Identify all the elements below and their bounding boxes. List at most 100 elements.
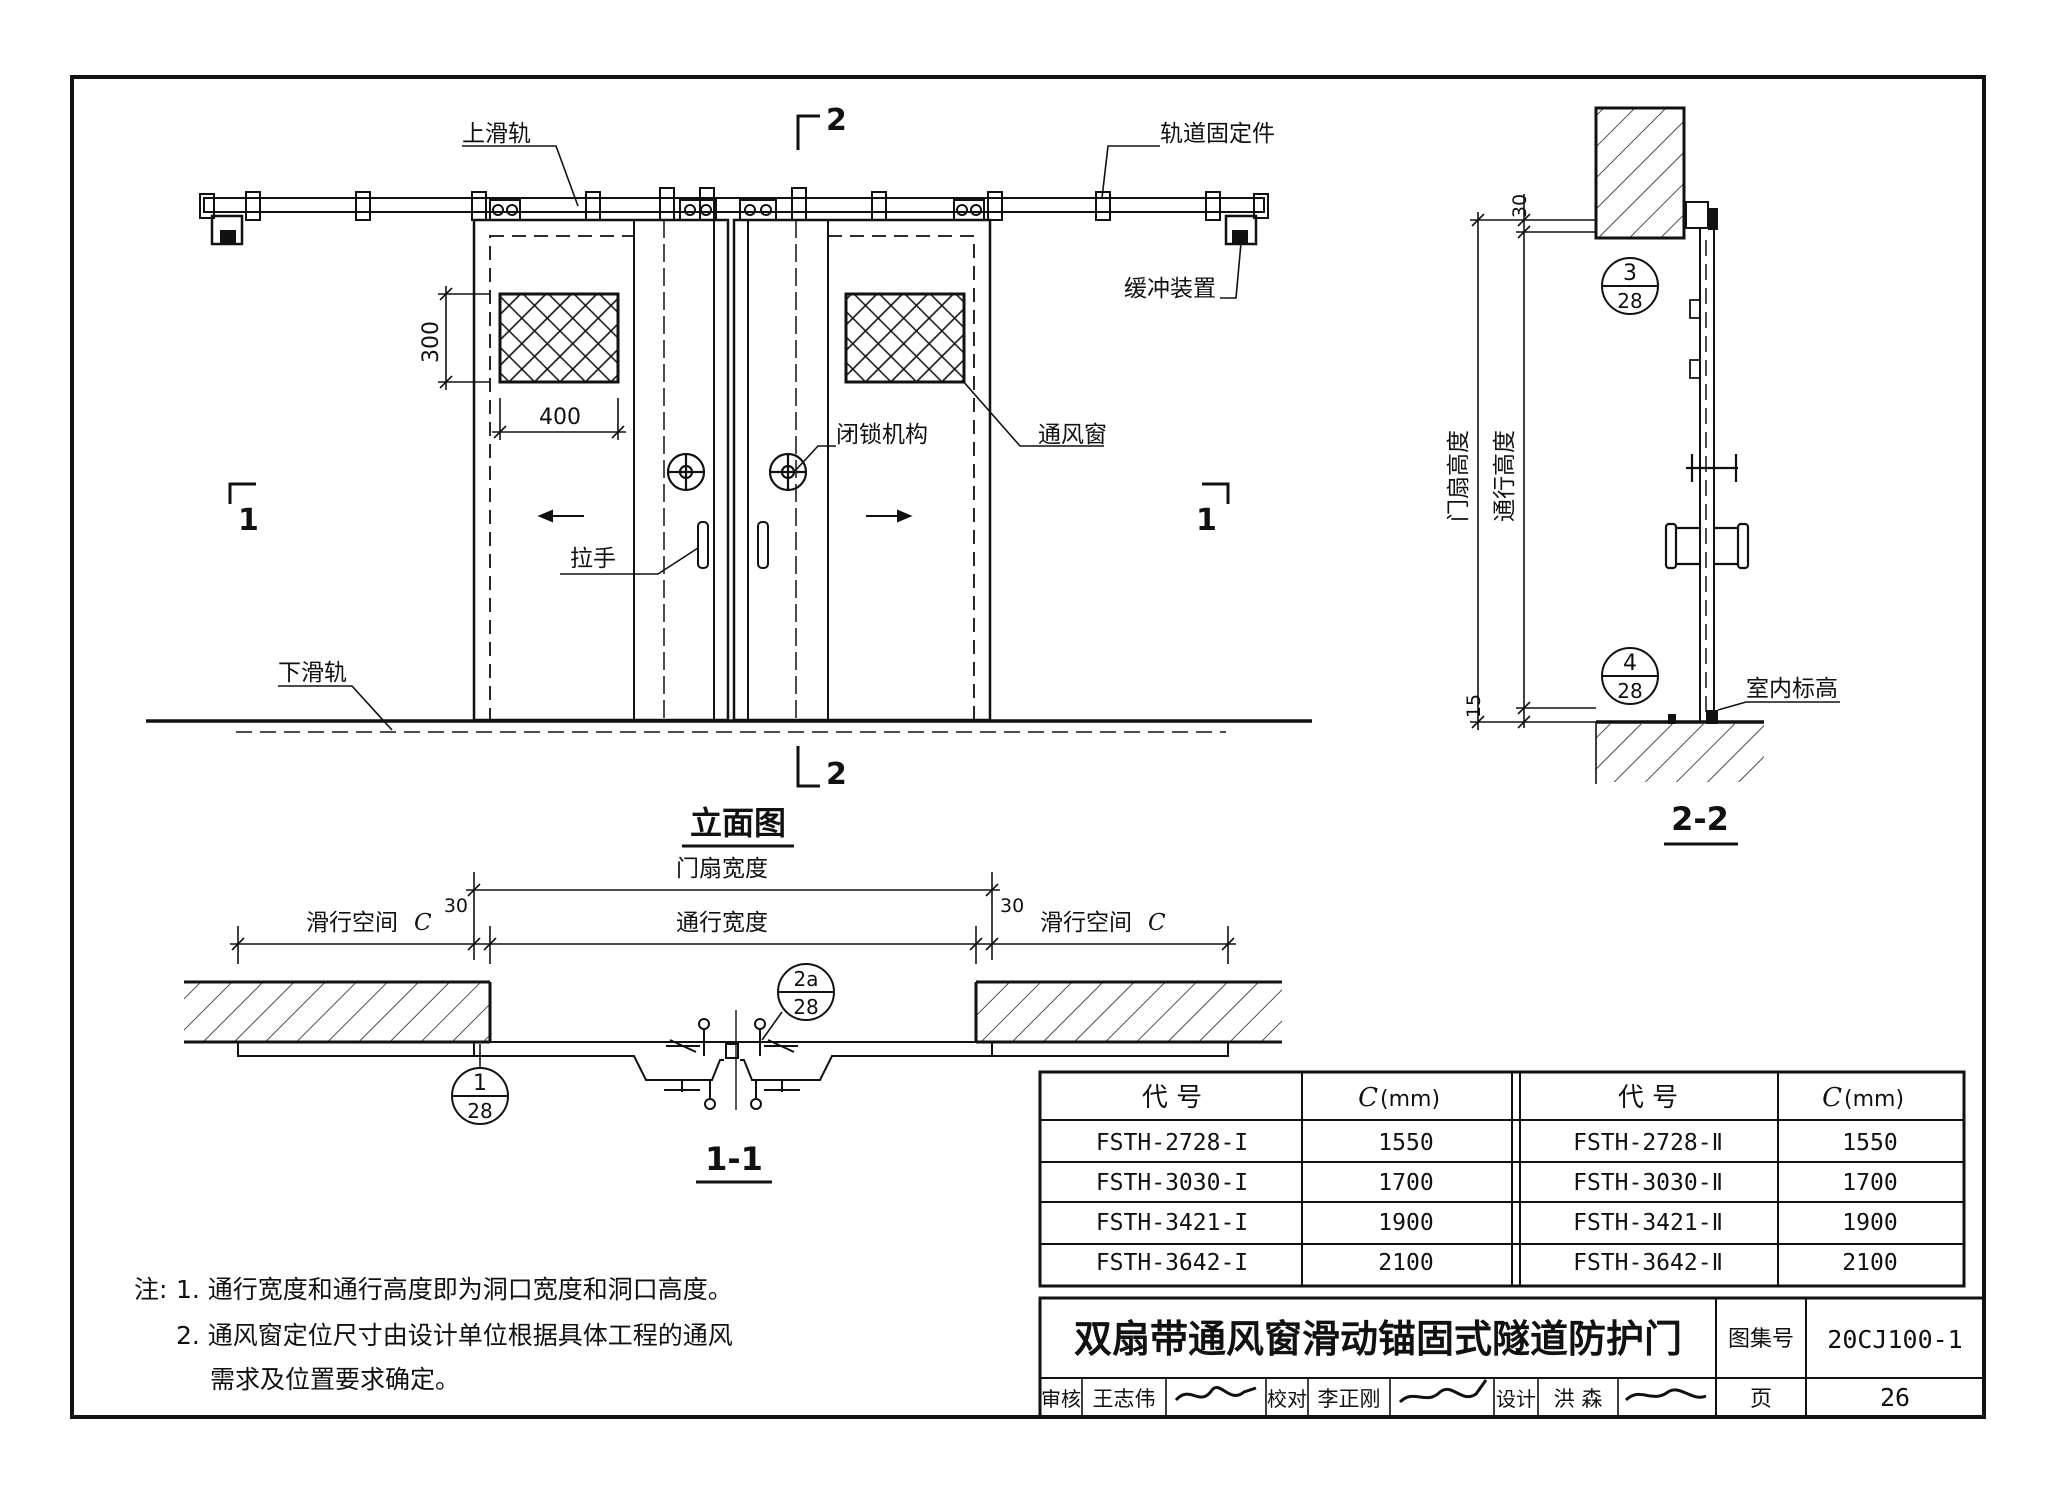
section-mark-2-bottom: 2: [826, 757, 847, 792]
label-vent: 通风窗: [1038, 422, 1107, 448]
signature-checker: [1400, 1380, 1486, 1402]
detail-ref-4-28: 4 28: [1602, 648, 1658, 704]
table-cell: FSTH-3642-Ⅱ: [1573, 1250, 1723, 1276]
label-top-rail: 上滑轨: [462, 121, 531, 147]
lock-wheel-left: [668, 454, 704, 490]
table-cell: 1900: [1842, 1210, 1897, 1236]
vent-window-left: [500, 294, 618, 382]
label-bottom-rail: 下滑轨: [278, 660, 347, 686]
table-cell: FSTH-3421-Ⅱ: [1573, 1210, 1723, 1236]
note-1: 1. 通行宽度和通行高度即为洞口宽度和洞口高度。: [176, 1275, 733, 1304]
table-cell: 2100: [1378, 1250, 1433, 1276]
svg-text:28: 28: [1617, 679, 1642, 703]
elevation-view: 300 400 上滑轨 轨道固定件 缓冲装置 通风窗 闭锁机构 拉手 下滑轨 1…: [146, 103, 1312, 846]
slide-arrow-left: [540, 511, 584, 521]
dim-gap-right: 30: [1000, 895, 1024, 917]
table-header-unit-1: (mm): [1380, 1087, 1440, 1112]
dim-2-2-top: 30: [1509, 194, 1531, 218]
design-label: 设计: [1496, 1387, 1536, 1411]
label-buffer: 缓冲装置: [1124, 276, 1216, 302]
pull-handle-right: [758, 522, 768, 568]
atlas-label: 图集号: [1728, 1327, 1794, 1352]
table-cell: FSTH-2728-I: [1096, 1130, 1248, 1156]
dim-vent-width: 400: [539, 405, 581, 430]
note-2-line-2: 需求及位置要求确定。: [210, 1365, 460, 1394]
section-2-2-view: 30 15 门扇高度 通行高度 3 28 4 28 室内标高 2-2: [1446, 108, 1840, 844]
svg-text:4: 4: [1623, 651, 1637, 676]
review-label: 审核: [1041, 1387, 1081, 1411]
table-cell: 1900: [1378, 1210, 1433, 1236]
label-handle: 拉手: [570, 546, 616, 572]
designer-name: 洪 森: [1554, 1387, 1603, 1411]
label-c-left: C: [414, 910, 432, 936]
table-cell: FSTH-3030-Ⅱ: [1573, 1170, 1723, 1196]
title-block: 双扇带通风窗滑动锚固式隧道防护门 图集号 20CJ100-1 审核 王志伟 校对…: [1040, 1298, 1984, 1417]
label-door-width: 门扇宽度: [676, 856, 768, 882]
lock-wheel-right: [770, 454, 806, 490]
svg-text:1: 1: [473, 1071, 487, 1096]
label-door-height: 门扇高度: [1446, 430, 1472, 522]
page-label: 页: [1750, 1387, 1772, 1412]
table-header-code-1: 代 号: [1142, 1083, 1202, 1113]
checker-name: 李正刚: [1318, 1387, 1381, 1411]
detail-ref-1-28: 1 28: [452, 1068, 508, 1124]
label-slide-space-right: 滑行空间: [1040, 910, 1132, 936]
dim-vent-height: 300: [419, 321, 444, 363]
svg-text:2a: 2a: [794, 967, 819, 991]
table-cell: 1550: [1378, 1130, 1433, 1156]
section-2-2-title: 2-2: [1671, 800, 1729, 838]
svg-text:28: 28: [1617, 289, 1642, 313]
signature-designer: [1626, 1390, 1706, 1400]
section-mark-2-top: 2: [826, 103, 847, 138]
label-floor-level: 室内标高: [1746, 676, 1838, 702]
model-table: 代 号 C (mm) 代 号 C (mm) FSTH-2728-I 1550 F…: [1040, 1072, 1964, 1286]
table-header-c-2: C: [1822, 1083, 1842, 1113]
label-pass-height: 通行高度: [1492, 430, 1518, 522]
detail-ref-2a-28: 2a 28: [778, 964, 834, 1020]
atlas-number: 20CJ100-1: [1827, 1325, 1962, 1354]
wall-right: [976, 982, 1282, 1042]
table-cell: FSTH-2728-Ⅱ: [1573, 1130, 1723, 1156]
slide-arrow-right: [866, 511, 910, 521]
reviewer-name: 王志伟: [1093, 1387, 1156, 1411]
signature-reviewer: [1176, 1387, 1256, 1400]
pull-handle-left: [698, 522, 708, 568]
rail-fixers: [246, 188, 1220, 220]
table-header-unit-2: (mm): [1844, 1087, 1904, 1112]
check-label: 校对: [1267, 1387, 1307, 1411]
table-header-c-1: C: [1358, 1083, 1378, 1113]
notes: 注: 1. 通行宽度和通行高度即为洞口宽度和洞口高度。 2. 通风窗定位尺寸由设…: [134, 1275, 733, 1394]
note-2-line-1: 2. 通风窗定位尺寸由设计单位根据具体工程的通风: [176, 1321, 733, 1350]
section-1-1-view: 门扇宽度 通行宽度 滑行空间 C 滑行空间 C 30 30 2a 28 1 28…: [184, 856, 1282, 1182]
section-mark-1-right: 1: [1196, 503, 1217, 538]
dim-2-2-bottom: 15: [1463, 694, 1485, 718]
table-cell: 2100: [1842, 1250, 1897, 1276]
table-header-code-2: 代 号: [1618, 1083, 1678, 1113]
wall-left: [184, 982, 490, 1042]
table-cell: 1550: [1842, 1130, 1897, 1156]
page-number: 26: [1880, 1383, 1910, 1412]
table-cell: 1700: [1378, 1170, 1433, 1196]
notes-prefix: 注:: [134, 1275, 167, 1304]
wall-head: [1596, 108, 1684, 238]
svg-text:28: 28: [467, 1099, 492, 1123]
label-pass-width: 通行宽度: [676, 910, 768, 936]
svg-text:28: 28: [793, 995, 818, 1019]
dim-gap-left: 30: [444, 895, 468, 917]
vent-window-right: [846, 294, 964, 382]
table-cell: FSTH-3030-I: [1096, 1170, 1248, 1196]
svg-text:3: 3: [1623, 261, 1637, 286]
table-cell: 1700: [1842, 1170, 1897, 1196]
elevation-title: 立面图: [690, 804, 786, 842]
label-c-right: C: [1148, 910, 1166, 936]
table-cell: FSTH-3421-I: [1096, 1210, 1248, 1236]
detail-ref-3-28: 3 28: [1602, 258, 1658, 314]
section-1-1-title: 1-1: [705, 1140, 763, 1178]
section-mark-1-left: 1: [238, 503, 259, 538]
table-cell: FSTH-3642-I: [1096, 1250, 1248, 1276]
sheet-frame: [72, 77, 1984, 1417]
label-slide-space-left: 滑行空间: [306, 910, 398, 936]
drawing-title: 双扇带通风窗滑动锚固式隧道防护门: [1074, 1317, 1682, 1361]
label-lock: 闭锁机构: [836, 422, 928, 448]
